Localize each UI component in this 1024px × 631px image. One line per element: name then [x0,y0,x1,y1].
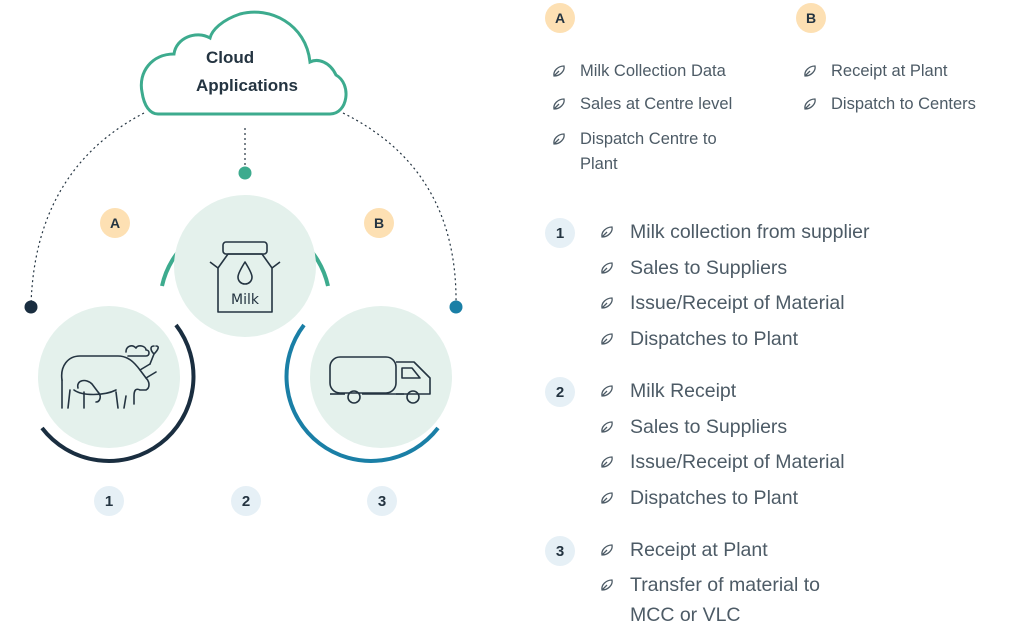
leaf-icon [803,98,817,110]
step-1-item: Dispatches to Plant [600,324,798,354]
step-2-item-label: Sales to Suppliers [630,416,788,438]
step-2-item-label: Dispatches to Plant [630,487,799,509]
circle-truck [310,306,452,448]
legend-a-item-label-cont: Plant [580,155,618,173]
leaf-icon [600,262,614,274]
legend-badge-b: B [796,3,826,33]
step-number-2: 2 [545,377,575,407]
diagram-number-2: 2 [231,486,261,516]
cloud-title-line1: Cloud [206,48,255,67]
step-3-item-label: Transfer of material to [630,574,821,596]
milk-can-label: Milk [231,292,260,308]
leaf-icon [600,456,614,468]
legend-b-item: Receipt at Plant [803,59,947,84]
step-2-item: Sales to Suppliers [600,412,787,442]
step-1-item: Issue/Receipt of Material [600,288,845,318]
legend-a-item: Dispatch Centre to Plant [552,127,717,177]
ring-arc-3 [284,323,440,463]
cow-icon [60,345,159,409]
step-number-1: 1 [545,218,575,248]
step-1-item-label: Sales to Suppliers [630,257,788,279]
step-1-item-label: Issue/Receipt of Material [630,292,845,314]
leaf-icon [803,65,817,77]
step-2-item: Issue/Receipt of Material [600,447,845,477]
step-1-item: Sales to Suppliers [600,253,787,283]
leaf-icon [552,133,566,145]
diagram-badge-b: B [364,208,394,238]
legend-b-item-label: Dispatch to Centers [831,95,976,113]
cloud-applications-diagram: Milk [24,10,463,463]
leaf-icon [600,333,614,345]
truck-icon [329,356,431,404]
step-2-item: Dispatches to Plant [600,483,798,513]
cloud-shape [139,10,348,116]
connector-dot-right [449,300,463,314]
step-1-item: Milk collection from supplier [600,217,870,247]
legend-a-item-label: Milk Collection Data [580,62,726,80]
leaf-icon [552,98,566,110]
leaf-icon [600,297,614,309]
step-3-item: Receipt at Plant [600,535,768,565]
leaf-icon [552,65,566,77]
legend-badge-a: A [545,3,575,33]
circle-milk [174,195,316,337]
step-3-item-label: Receipt at Plant [630,539,768,561]
step-2-item-label: Issue/Receipt of Material [630,451,845,473]
legend-a-item: Sales at Centre level [552,92,732,117]
milk-can-icon [209,241,281,313]
circle-cow [38,306,180,448]
step-number-3: 3 [545,536,575,566]
cloud-title-line2: Applications [196,76,299,95]
leaf-icon [600,421,614,433]
connector-dot-left [24,300,38,314]
connector-right [342,112,457,306]
leaf-icon [600,385,614,397]
leaf-icon [600,544,614,556]
connector-left [30,112,145,306]
leaf-icon [600,579,614,591]
step-3-item-label-cont: MCC or VLC [630,604,741,626]
diagram-number-1: 1 [94,486,124,516]
step-2-item: Milk Receipt [600,376,736,406]
legend-a-item: Milk Collection Data [552,59,726,84]
legend-a-item-label: Dispatch Centre to [580,130,717,148]
connector-dot-center [238,166,252,180]
leaf-icon [600,226,614,238]
step-3-item: Transfer of material to MCC or VLC [600,570,820,630]
step-1-item-label: Dispatches to Plant [630,328,799,350]
ring-arc-1 [40,323,196,463]
leaf-icon [600,492,614,504]
diagram-number-3: 3 [367,486,397,516]
legend-a-item-label: Sales at Centre level [580,95,733,113]
legend-b-item-label: Receipt at Plant [831,62,948,80]
diagram-badge-a: A [100,208,130,238]
legend-b-item: Dispatch to Centers [803,92,976,117]
step-2-item-label: Milk Receipt [630,380,737,402]
step-1-item-label: Milk collection from supplier [630,221,870,243]
